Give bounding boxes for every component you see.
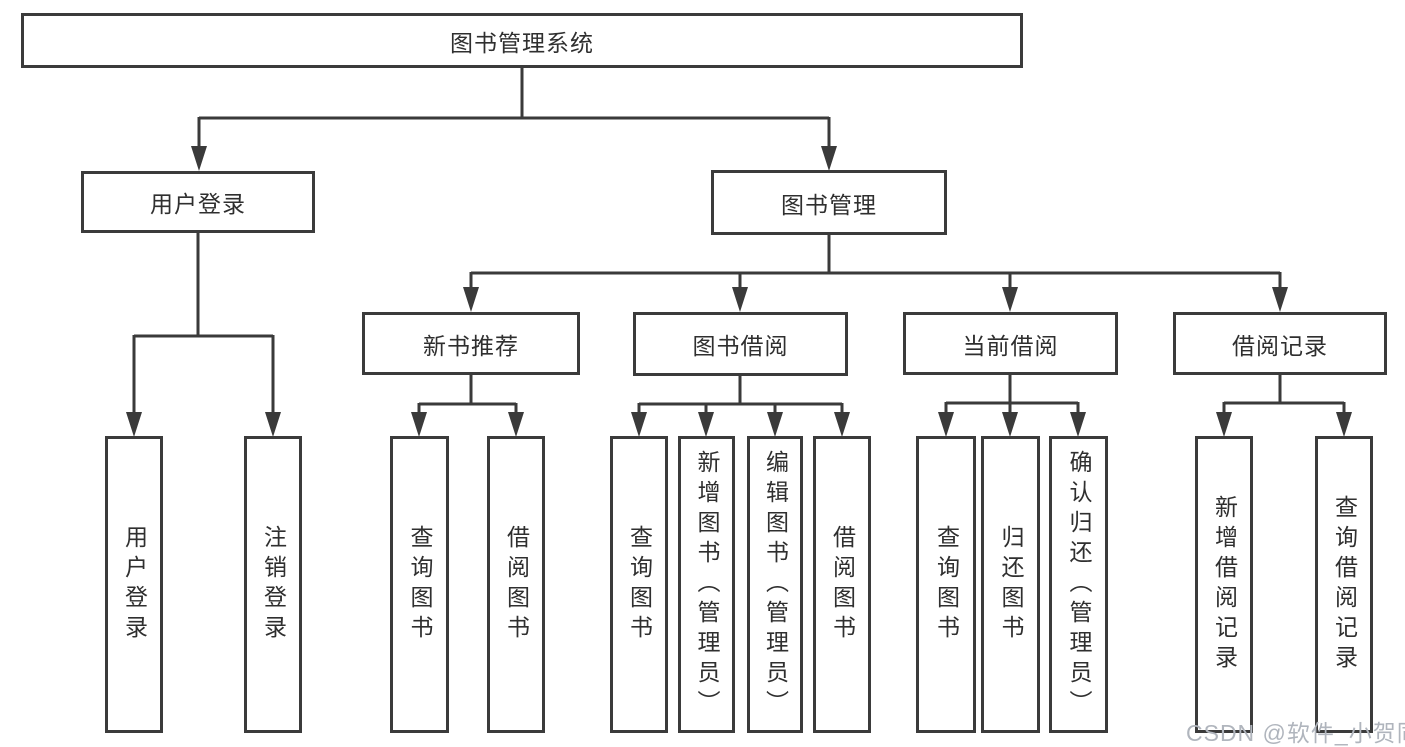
node-book-borrowing-label: 图书借阅 — [692, 333, 789, 359]
leaf-borrowing-add-books-admin: 新增图书（管理员） — [678, 436, 735, 733]
node-borrow-records: 借阅记录 — [1173, 312, 1387, 375]
leaf-borrowing-query-books: 查询图书 — [610, 436, 668, 733]
leaf-borrowing-borrow-books-label: 借阅图书 — [829, 524, 856, 645]
connector-book-borrow-to-leaves — [637, 376, 844, 428]
leaf-recommend-borrow-books-label: 借阅图书 — [503, 524, 530, 645]
node-book-borrowing: 图书借阅 — [633, 312, 848, 376]
leaf-borrowing-edit-books-admin: 编辑图书（管理员） — [747, 436, 803, 733]
node-new-book-recommend: 新书推荐 — [362, 312, 580, 375]
node-new-book-recommend-label: 新书推荐 — [423, 332, 519, 359]
leaf-recommend-query-books-label: 查询图书 — [407, 524, 433, 645]
arrowheads-cur-borrow-to-leaves — [938, 412, 1086, 437]
node-system-root-label: 图书管理系统 — [450, 29, 594, 56]
node-book-management-label: 图书管理 — [781, 191, 877, 218]
arrowheads-user-login-to-leaves — [126, 412, 281, 437]
connector-book-mgmt-to-level3 — [469, 235, 1282, 300]
leaf-current-return-books: 归还图书 — [981, 436, 1040, 733]
node-current-borrowing-label: 当前借阅 — [962, 332, 1059, 359]
leaf-records-add-borrow-record: 新增借阅记录 — [1195, 436, 1253, 733]
csdn-watermark: CSDN @软件_小贺同学 — [1186, 720, 1405, 746]
leaf-current-return-books-label: 归还图书 — [998, 524, 1024, 645]
leaf-records-add-borrow-record-label: 新增借阅记录 — [1211, 494, 1238, 675]
leaf-borrowing-query-books-label: 查询图书 — [626, 524, 653, 645]
node-user-login: 用户登录 — [81, 171, 315, 233]
leaf-borrowing-borrow-books: 借阅图书 — [813, 436, 871, 733]
leaf-logout: 注销登录 — [244, 436, 302, 733]
leaf-current-confirm-return-admin: 确认归还（管理员） — [1049, 436, 1108, 733]
leaf-user-login-label: 用户登录 — [121, 524, 148, 645]
arrowheads-root-to-level2 — [191, 146, 837, 171]
connector-borrow-rec-to-leaves — [1222, 375, 1346, 428]
connector-root-to-level2 — [197, 68, 831, 160]
leaf-current-query-books-label: 查询图书 — [933, 524, 960, 645]
node-borrow-records-label: 借阅记录 — [1232, 332, 1328, 359]
arrowheads-book-mgmt-to-level3 — [463, 287, 1288, 312]
leaf-recommend-query-books: 查询图书 — [390, 436, 449, 733]
node-book-management: 图书管理 — [711, 170, 947, 235]
leaf-logout-label: 注销登录 — [260, 524, 287, 645]
arrowheads-borrow-rec-to-leaves — [1216, 412, 1352, 437]
leaf-records-query-borrow-record: 查询借阅记录 — [1315, 436, 1373, 733]
connector-user-login-to-leaves — [132, 233, 275, 428]
arrowheads-new-rec-to-leaves — [411, 412, 524, 437]
leaf-recommend-borrow-books: 借阅图书 — [487, 436, 545, 733]
connector-new-rec-to-leaves — [417, 375, 518, 428]
node-user-login-label: 用户登录 — [150, 191, 246, 217]
leaf-records-query-borrow-record-label: 查询借阅记录 — [1331, 494, 1358, 675]
leaf-borrowing-edit-books-admin-label: 编辑图书（管理员） — [762, 449, 789, 720]
leaf-borrowing-add-books-admin-label: 新增图书（管理员） — [694, 449, 720, 720]
node-current-borrowing: 当前借阅 — [903, 312, 1118, 375]
node-system-root: 图书管理系统 — [21, 13, 1023, 68]
leaf-current-confirm-return-admin-label: 确认归还（管理员） — [1066, 449, 1092, 720]
leaf-user-login: 用户登录 — [105, 436, 163, 733]
leaf-current-query-books: 查询图书 — [916, 436, 976, 733]
arrowheads-book-borrow-to-leaves — [631, 412, 850, 437]
